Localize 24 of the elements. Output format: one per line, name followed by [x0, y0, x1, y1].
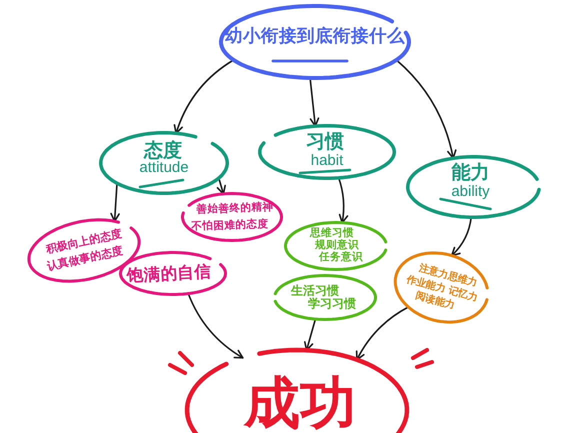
arrow: [338, 177, 348, 224]
arrow: [356, 306, 410, 360]
arrow: [174, 59, 234, 134]
arrow: [450, 216, 472, 256]
english-subtitle: attitude: [139, 160, 189, 176]
category-heading: 能力: [452, 162, 490, 184]
item-text: 不怕困难的态度: [191, 218, 269, 234]
arrow: [309, 77, 320, 127]
english-subtitle: habit: [310, 152, 344, 170]
item-text: 思维习惯: [310, 228, 354, 240]
category-heading: 态度: [144, 140, 182, 162]
arrow: [304, 318, 316, 351]
result-text: 成功: [244, 373, 356, 433]
arrow: [188, 292, 244, 359]
category-heading: 习惯: [306, 132, 344, 152]
arrow: [110, 182, 120, 222]
item-text: 学习习惯: [308, 296, 356, 310]
arrow: [396, 59, 456, 159]
english-subtitle: ability: [451, 184, 490, 200]
item-text: 饱满的自信: [126, 262, 212, 285]
item-text: 规则意识: [315, 240, 359, 252]
item-text: 任务意识: [319, 252, 363, 264]
item-text: 生活习惯: [291, 284, 339, 298]
arrow: [216, 177, 226, 195]
